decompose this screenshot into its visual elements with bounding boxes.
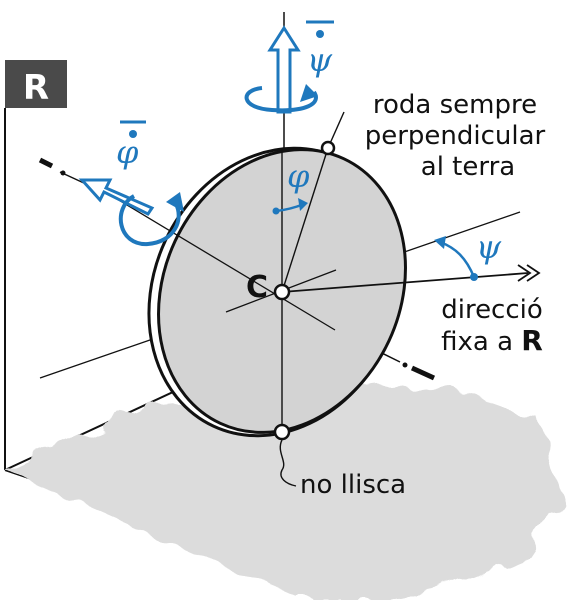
no-slip-leader — [279, 439, 297, 487]
spin-axis-tip-dash2 — [410, 365, 436, 381]
psi-dot-symbol: ψ — [307, 41, 333, 79]
center-label: C — [246, 270, 268, 305]
frame-badge — [5, 60, 67, 108]
phi-dot-dot — [129, 130, 137, 138]
direction-line-2: fixa a R — [441, 324, 543, 357]
direction-frame-label: R — [521, 324, 543, 357]
contact-point — [273, 423, 291, 441]
direction-line-2-prefix: fixa a — [441, 327, 521, 357]
phi-dot-arrow-icon — [78, 178, 155, 216]
note-line-1: roda sempre — [373, 90, 537, 120]
fixed-direction-arrowhead-2 — [526, 264, 541, 282]
phi-dot-rotation-arrowhead-icon — [166, 192, 184, 212]
center-point — [273, 283, 291, 301]
phi-angle-arrowhead-icon — [298, 198, 308, 211]
frame-label: R — [23, 68, 49, 108]
psi-dot-rotation-arrowhead-icon — [300, 84, 318, 102]
fixed-direction-arrowhead-1 — [517, 264, 532, 282]
ground-surface — [5, 380, 560, 600]
phi-dot-rotation-icon — [118, 194, 181, 247]
phi-symbol: φ — [287, 157, 310, 195]
spin-axis-inner — [111, 195, 336, 331]
note-line-2: perpendicular — [365, 121, 546, 151]
spin-axis-dot1 — [60, 170, 66, 176]
direction-line-1: direcció — [441, 295, 543, 325]
no-slip-label: no llisca — [300, 470, 406, 500]
wheel-spoke — [281, 147, 329, 293]
spin-axis-tip-dash1 — [38, 157, 54, 169]
phi-dot-symbol: φ — [116, 133, 139, 171]
psi-symbol: ψ — [476, 228, 502, 266]
note-line-3: al terra — [421, 152, 515, 182]
spin-axis-dot2 — [402, 362, 408, 368]
psi-angle-arrowhead-icon — [434, 236, 446, 249]
fixed-direction-arrow — [281, 272, 529, 293]
top-point — [320, 140, 336, 156]
psi-angle-arc — [439, 240, 476, 278]
psi-dot-rotation-icon — [244, 86, 318, 113]
psi-dot-dot — [316, 30, 324, 38]
psi-dot-arrow-icon — [267, 25, 301, 114]
